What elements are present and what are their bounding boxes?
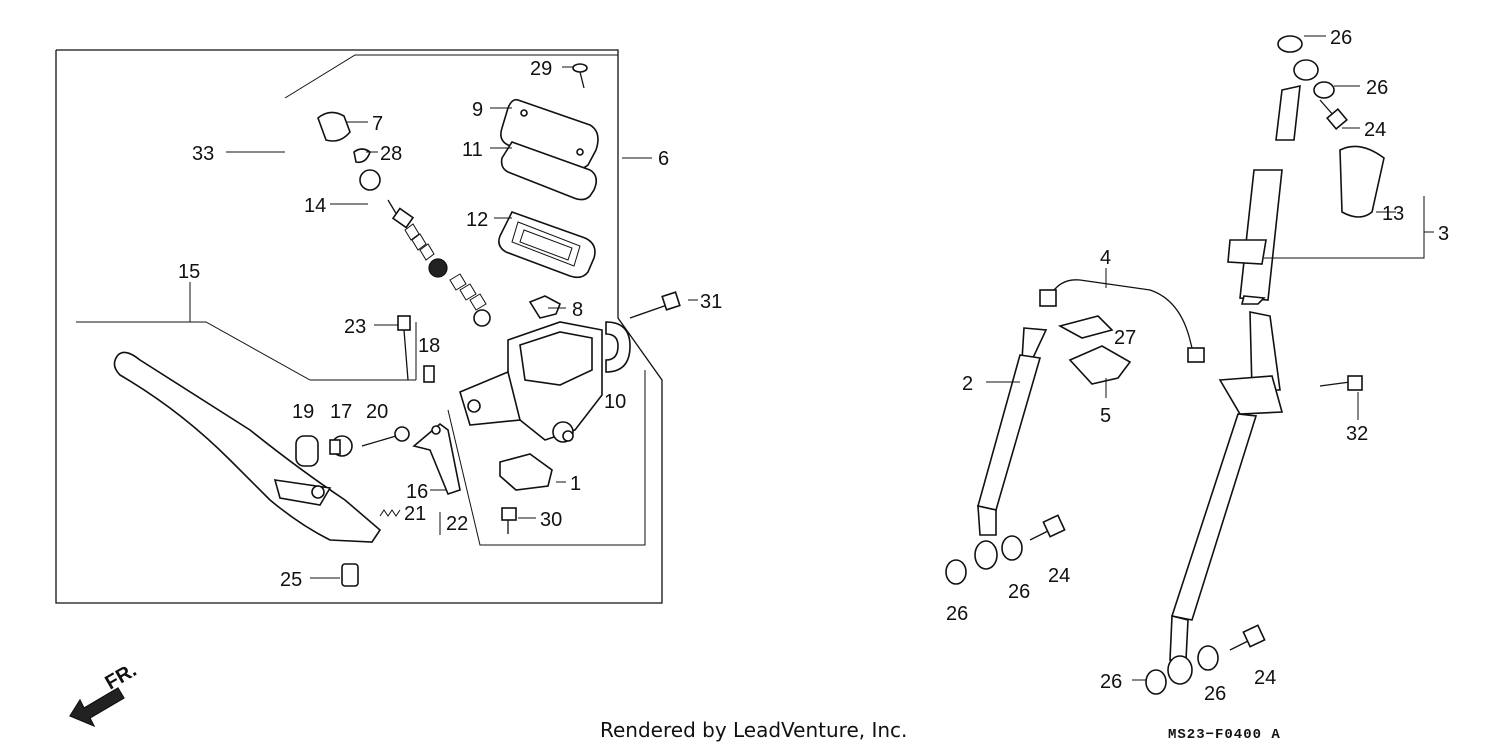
callout-24-mid: 24: [1048, 565, 1070, 587]
callout-26-left: 26: [946, 603, 968, 625]
callout-3: 3: [1438, 223, 1449, 245]
nut-25: [341, 563, 359, 587]
callout-26-mid: 26: [1008, 581, 1030, 603]
callout-21: 21: [404, 503, 426, 525]
bolt-23: [397, 315, 411, 381]
callout-10: 10: [604, 391, 626, 413]
callout-11: 11: [462, 139, 483, 161]
reservoir-diaphragm: [498, 211, 596, 279]
callout-7: 7: [372, 113, 383, 135]
brake-hose-2: [974, 327, 1048, 570]
callout-9: 9: [472, 99, 483, 121]
hose-joint: [1218, 311, 1284, 415]
master-cylinder-body: [459, 321, 603, 443]
bolt-32: [1319, 375, 1363, 391]
washer-26-e: [1197, 645, 1219, 671]
callout-31: 31: [700, 291, 722, 313]
brake-pipe-4: [1039, 279, 1205, 363]
callout-33: 33: [192, 143, 214, 165]
brake-lever: [113, 351, 382, 543]
washer-26-a: [945, 559, 967, 585]
reservoir-plate: [500, 141, 598, 201]
callout-15: 15: [178, 261, 200, 283]
callout-26-upper: 26: [1366, 77, 1388, 99]
callout-2: 2: [962, 373, 973, 395]
collar-19: [295, 435, 319, 467]
callout-27: 27: [1114, 327, 1136, 349]
group-33-outline: [284, 54, 618, 99]
boot-13: [1339, 145, 1385, 218]
bracket-5: [1068, 345, 1132, 385]
screw-29: [572, 63, 588, 89]
rendered-by-credit: Rendered by LeadVenture, Inc.: [600, 718, 908, 742]
clip-27: [1057, 315, 1114, 339]
front-direction-arrow-icon: FR.: [69, 659, 141, 728]
callout-20: 20: [366, 401, 388, 423]
callout-29: 29: [530, 58, 552, 80]
callout-30: 30: [540, 509, 562, 531]
callout-16: 16: [406, 481, 428, 503]
switch-1: [499, 453, 553, 491]
group-15-outline: [76, 321, 416, 381]
nut-18: [423, 365, 435, 383]
bolt-24-top: [1319, 99, 1348, 130]
callout-23: 23: [344, 316, 366, 338]
spring-21: [379, 509, 401, 517]
bolt-31: [629, 291, 681, 319]
callout-26-top: 26: [1330, 27, 1352, 49]
diagram-code: MS23−F0400 A: [1168, 727, 1281, 743]
callout-12: 12: [466, 209, 488, 231]
callout-8: 8: [572, 299, 583, 321]
callout-17: 17: [330, 401, 352, 423]
callout-22: 22: [446, 513, 468, 535]
callout-26-bottom-left: 26: [1100, 671, 1122, 693]
callout-25: 25: [280, 569, 302, 591]
callout-24-bottom: 24: [1254, 667, 1276, 689]
adjuster-17: [329, 435, 353, 457]
callout-1: 1: [570, 473, 581, 495]
group-6-outline: [447, 370, 646, 546]
bolt-30: [501, 507, 517, 534]
reservoir-cap: [500, 98, 599, 171]
callout-4: 4: [1100, 247, 1111, 269]
washer-26-c: [1313, 81, 1335, 99]
assembly-frame-outline: [55, 49, 663, 604]
washer-26-b: [1001, 535, 1023, 561]
callout-19: 19: [292, 401, 314, 423]
callout-14: 14: [304, 195, 326, 217]
callout-18: 18: [418, 335, 440, 357]
bolt-24-bottom: [1229, 624, 1266, 651]
callout-32: 32: [1346, 423, 1368, 445]
screw-20: [361, 426, 410, 447]
holder-10: [605, 321, 631, 373]
piston-set: [317, 111, 491, 327]
upper-brake-hose: [1227, 35, 1319, 305]
banjo-lower: [1167, 655, 1193, 685]
callout-24-top: 24: [1364, 119, 1386, 141]
direction-marker-label: FR.: [102, 659, 141, 694]
callout-6: 6: [658, 148, 669, 170]
bolt-24-mid: [1029, 514, 1066, 541]
clip-8: [528, 295, 562, 319]
callout-13: 13: [1382, 203, 1404, 225]
leader-lines: [189, 35, 1434, 681]
callout-5: 5: [1100, 405, 1111, 427]
callout-26-bottom-right: 26: [1204, 683, 1226, 705]
callout-28: 28: [380, 143, 402, 165]
bracket-16: [412, 422, 461, 495]
washer-26-d: [1145, 669, 1167, 695]
lower-brake-hose: [1170, 413, 1258, 621]
callout-labels: 1 2 3 4 5 6 7 8 9 10 11 12 13 14 15 16 1…: [178, 27, 1449, 705]
